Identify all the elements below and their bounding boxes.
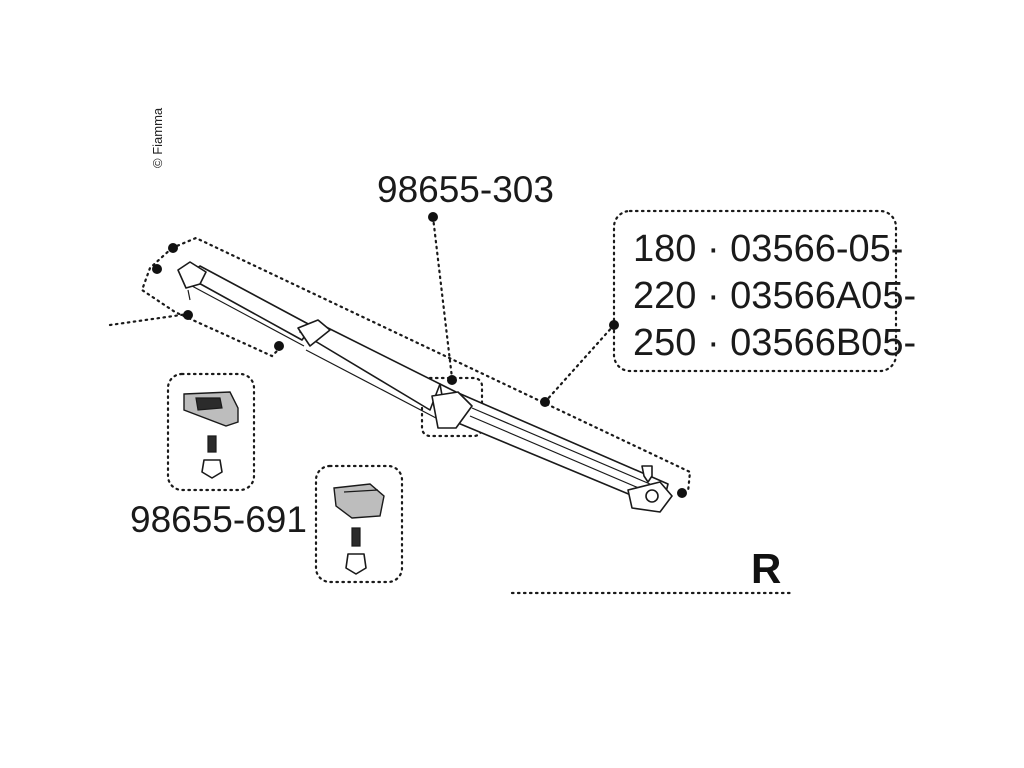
middle-joint-label: 98655-303 xyxy=(377,169,554,210)
callout-dot-variant xyxy=(609,320,619,330)
callout-dot-left-lower xyxy=(183,310,193,320)
end-cap-kit-1 xyxy=(183,391,239,479)
end-cap-nut xyxy=(201,459,223,479)
end-cap-kit-box xyxy=(166,372,256,492)
middle-joint-leader xyxy=(431,215,454,380)
end-cap-nut-2 xyxy=(345,553,367,575)
end-cap-screw-2 xyxy=(351,527,361,547)
arm-right-end-hole xyxy=(645,489,659,503)
left-end-group-bracket xyxy=(140,246,284,358)
left-end-leader xyxy=(108,312,190,327)
end-cap-kit-box-2 xyxy=(314,464,404,584)
arm-left-end-bracket xyxy=(177,261,207,289)
left-end-group-outline xyxy=(170,236,692,494)
end-cap-screw xyxy=(207,435,217,453)
callout-dot-left xyxy=(152,264,162,274)
callout-dot-left-joint xyxy=(274,341,284,351)
copyright-text: © Fiamma xyxy=(150,107,165,168)
arm-joint-1 xyxy=(297,319,331,347)
awning-arm xyxy=(177,261,673,513)
callout-dot-right-end xyxy=(677,488,687,498)
arm-joint-2 xyxy=(431,391,473,429)
end-cap-kit-2 xyxy=(333,483,385,575)
variant-box xyxy=(612,209,898,373)
callout-dot-arm xyxy=(540,397,550,407)
side-label: R xyxy=(751,545,781,592)
end-cap-kit-label: 98655-691 xyxy=(130,499,307,540)
arm-section-left xyxy=(185,265,313,341)
end-cap-body-2 xyxy=(333,483,385,519)
callout-dot-left-top xyxy=(168,243,178,253)
variant-line-1: 180 · 03566-05- xyxy=(633,228,903,270)
arm-pin xyxy=(641,465,653,483)
variant-line-2: 220 · 03566A05- xyxy=(633,275,916,317)
callout-dot-middle-label xyxy=(428,212,438,222)
variant-line-3: 250 · 03566B05- xyxy=(633,322,916,364)
variant-leader xyxy=(543,323,616,404)
callout-dot-middle-joint xyxy=(447,375,457,385)
